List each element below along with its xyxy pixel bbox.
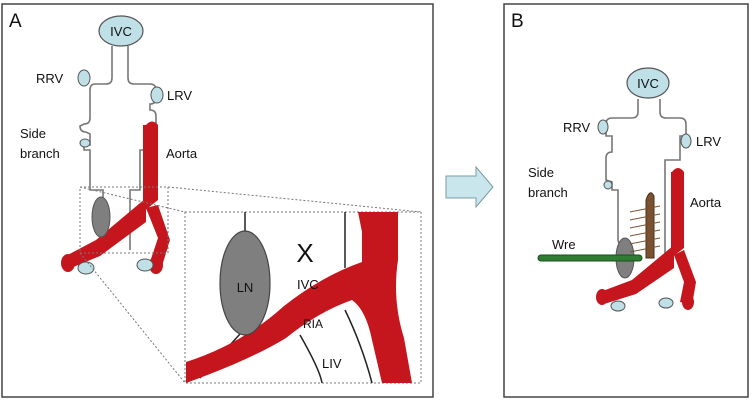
ivc-top-ellipse-b (626, 67, 670, 99)
aorta (143, 121, 158, 212)
aorta-left-iliac (146, 205, 170, 266)
lrv-stub-b (680, 133, 692, 149)
branch-label-b: branch (528, 185, 568, 200)
side-label: Side (20, 126, 46, 141)
wire-label: Wre (552, 237, 576, 252)
aorta-b-right-iliac (600, 245, 674, 304)
lrv-stub (150, 86, 164, 104)
side-branch-stub-b (603, 180, 613, 190)
transition-arrow (445, 165, 494, 209)
panel-a-letter: A (9, 11, 22, 32)
zoom-line-top (79, 186, 186, 213)
panel-b-frame (503, 3, 749, 398)
zoom-inset: LN X IVC RIA LIV (184, 211, 422, 384)
zoom-source-box (79, 186, 169, 254)
retractor-instrument (629, 192, 661, 259)
branch-label: branch (20, 146, 60, 161)
ivc-iliac-left (136, 258, 154, 272)
panel-b-letter: B (511, 11, 524, 32)
rrv-label-b: RRV (563, 120, 591, 135)
ivc-top-label-b: IVC (637, 76, 659, 91)
aorta-b-left-iliac (674, 250, 696, 305)
ivc-iliac-right-b (610, 300, 626, 312)
x-mark: X (296, 238, 313, 268)
ivc-iliac-left-b (658, 297, 674, 309)
aorta-label-b: Aorta (690, 195, 722, 210)
liv-wall-left (299, 334, 323, 384)
lymph-node-small (91, 196, 111, 238)
rrv-stub (77, 69, 91, 87)
inset-artery (186, 212, 412, 383)
aorta-left-end (149, 256, 163, 274)
rrv-stub-b (597, 119, 609, 135)
ivc-iliac-right (77, 261, 95, 275)
aorta-b-right-end (596, 289, 608, 305)
inset-ivc-label: IVC (297, 277, 319, 292)
lrv-label-b: LRV (696, 134, 721, 149)
rrv-label: RRV (36, 71, 64, 86)
ria-label: RIA (303, 317, 323, 331)
aorta-b-left-end (682, 294, 694, 310)
side-label-b: Side (528, 165, 554, 180)
aorta-b (671, 168, 684, 258)
side-branch-stub (79, 138, 91, 148)
lrv-label: LRV (167, 88, 192, 103)
ivc-top-ellipse (98, 15, 144, 47)
ln-label: LN (237, 280, 254, 295)
liv-label: LIV (322, 356, 342, 371)
wire (537, 254, 643, 262)
lymph-node-large (219, 230, 271, 336)
aorta-right-end (61, 254, 75, 272)
ivc-top-label: IVC (110, 24, 132, 39)
liv-wall-right (344, 309, 373, 384)
aorta-label: Aorta (166, 146, 198, 161)
